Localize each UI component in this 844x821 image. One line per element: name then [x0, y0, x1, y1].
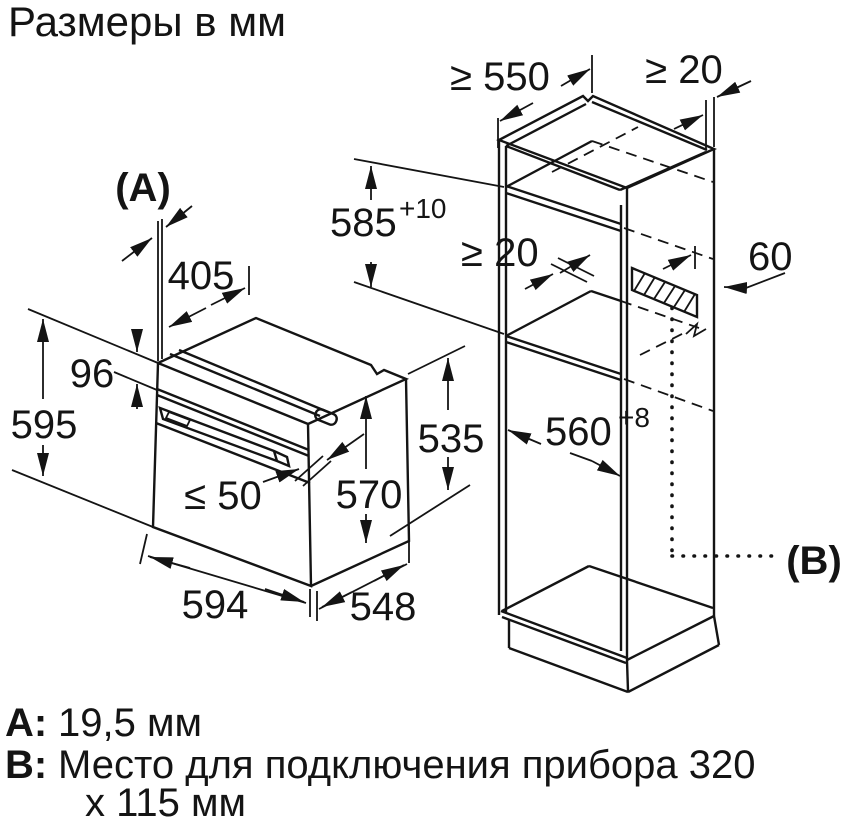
- dim-50-value: ≤ 50: [184, 474, 262, 518]
- legend-b-key: B:: [5, 743, 47, 787]
- dim-560-tolerance: +8: [618, 402, 650, 433]
- dim-A: (A): [115, 166, 193, 361]
- dim-550: ≥ 550: [450, 55, 593, 148]
- dim-96-value: 96: [70, 352, 115, 396]
- label-B: (B): [786, 539, 842, 583]
- dim-535-value: 535: [418, 417, 485, 461]
- dim-585-value: 585: [330, 201, 397, 245]
- dim-560: 560 +8: [507, 402, 650, 477]
- vent-strip: [630, 266, 699, 319]
- side-grip-cutout: [314, 408, 338, 426]
- dim-20-mid-value: ≥ 20: [461, 231, 539, 275]
- dim-548-value: 548: [350, 585, 417, 629]
- dim-594: 594: [139, 533, 311, 627]
- dim-570: 570: [336, 396, 403, 543]
- dim-548: 548: [316, 528, 417, 629]
- dim-20-top-value: ≥ 20: [645, 48, 723, 92]
- dim-405-value: 405: [168, 254, 235, 298]
- dim-595: 595: [11, 308, 159, 528]
- legend: A: 19,5 мм B: Место для подключения приб…: [5, 701, 756, 821]
- dim-96: 96: [70, 329, 158, 409]
- page-title: Размеры в мм: [8, 0, 286, 45]
- legend-b-value-line2: x 115 мм: [85, 781, 246, 821]
- dim-585-tolerance: +10: [399, 193, 447, 224]
- dim-20-mid: ≥ 20: [461, 231, 696, 291]
- oven-handle: [158, 406, 291, 468]
- dim-570-value: 570: [336, 473, 403, 517]
- dim-405: 405: [168, 254, 250, 328]
- dim-585: 585 +10: [330, 158, 505, 335]
- dim-595-value: 595: [11, 403, 78, 447]
- legend-a-key: A:: [5, 701, 47, 745]
- dim-535: 535: [389, 345, 485, 537]
- label-A: (A): [115, 166, 171, 210]
- dim-50: ≤ 50: [184, 433, 365, 518]
- cabinet-drawing: ≥ 550 ≥ 20 585 +10 ≥ 20: [330, 48, 842, 694]
- dim-60-value: 60: [748, 235, 793, 279]
- dim-594-value: 594: [182, 583, 249, 627]
- dim-560-value: 560: [545, 410, 612, 454]
- legend-b-value: Место для подключения прибора 320: [58, 743, 756, 787]
- dim-60: 60: [723, 235, 793, 295]
- dim-550-value: ≥ 550: [450, 55, 550, 99]
- dim-20-top: ≥ 20: [645, 48, 752, 149]
- legend-a-value: 19,5 мм: [58, 701, 202, 745]
- oven-drawing: (A) 405 96 595: [11, 166, 485, 629]
- cabinet-body: [496, 94, 779, 694]
- oven-body: [151, 316, 411, 588]
